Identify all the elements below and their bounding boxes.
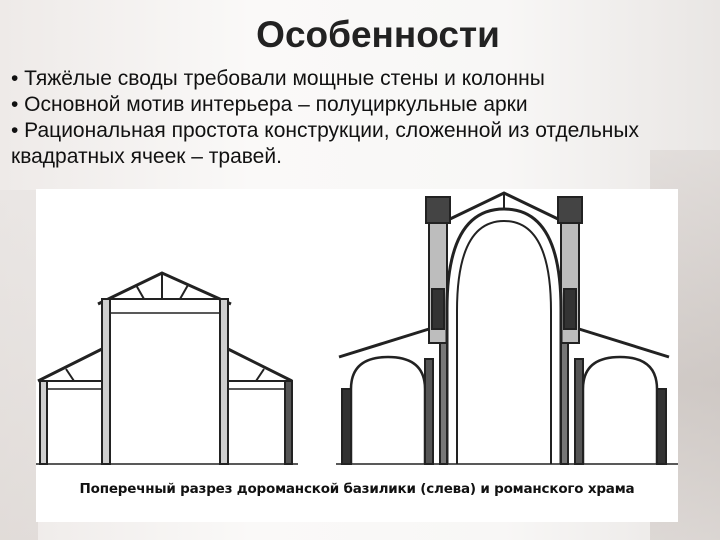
figure-caption: Поперечный разрез дороманской базилики (… bbox=[79, 481, 635, 497]
bullet-item: • Рациональная простота конструкции, сло… bbox=[11, 119, 639, 168]
slide-title: Особенности bbox=[256, 14, 500, 55]
cross-section-drawing bbox=[36, 191, 678, 465]
romanesque-section bbox=[336, 191, 678, 465]
background-building-left bbox=[0, 190, 38, 540]
bullet-item: • Основной мотив интерьера – полуциркуль… bbox=[11, 93, 528, 116]
bullet-list: • Тяжёлые своды требовали мощные стены и… bbox=[11, 66, 711, 170]
cross-section-figure: Поперечный разрез дороманской базилики (… bbox=[36, 189, 678, 522]
bullet-item: • Тяжёлые своды требовали мощные стены и… bbox=[11, 67, 545, 90]
basilica-section bbox=[36, 271, 298, 465]
